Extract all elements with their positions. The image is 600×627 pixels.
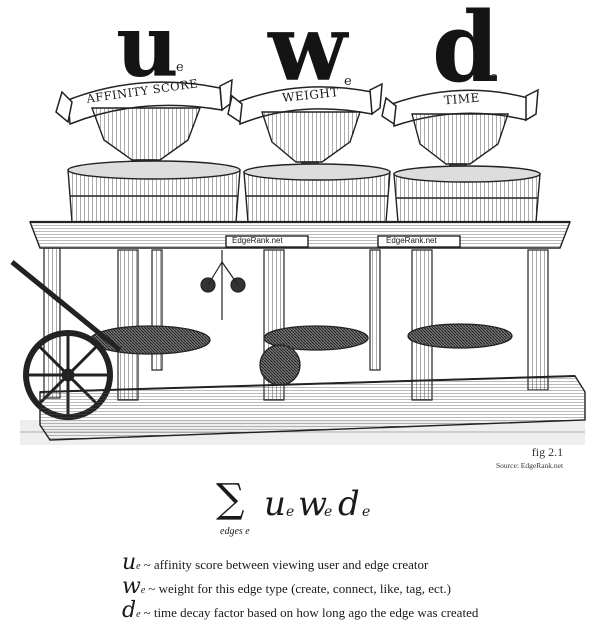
sigma-symbol: ∑ (216, 476, 245, 522)
formula-d: d (338, 484, 360, 524)
grain-hoppers (90, 107, 509, 175)
gears (89, 323, 513, 386)
nameplate-right: EdgeRank.net (386, 236, 437, 245)
legend-var: w (122, 574, 141, 599)
platform (28, 220, 572, 249)
headline-d: d (432, 0, 500, 104)
formula-u: u (264, 484, 286, 524)
figure-caption: fig 2.1 Source: EdgeRank.net (496, 445, 563, 470)
fig-source: Source: EdgeRank.net (496, 461, 564, 470)
headline-u: u (116, 0, 179, 97)
headline-u-sub: e (176, 60, 184, 75)
formula-u-sub: e (286, 504, 295, 520)
legend-var: d (122, 598, 137, 623)
legend-sub: e (140, 585, 146, 596)
legend-sub: e (136, 609, 141, 620)
fig-number: fig 2.1 (531, 445, 564, 459)
legend-var: u (122, 550, 137, 575)
legend-text: ~ weight for this edge type (create, con… (148, 581, 451, 596)
legend-text: ~ affinity score between viewing user an… (143, 557, 429, 572)
legend-sub: e (136, 561, 141, 572)
edgerank-machine-illustration (10, 78, 586, 445)
legend-item-affinity: ue~ affinity score between viewing user … (122, 550, 582, 575)
sum-subscript: edges e (220, 526, 250, 537)
formula-w-sub: e (324, 504, 333, 520)
base (39, 375, 586, 441)
governor (200, 250, 246, 320)
formula-w: w (298, 484, 328, 524)
legend-item-weight: we~ weight for this edge type (create, c… (122, 574, 582, 599)
headline-d-sub: e (490, 70, 498, 85)
legend-text: ~ time decay factor based on how long ag… (143, 605, 479, 620)
legend-item-time-decay: de~ time decay factor based on how long … (122, 598, 582, 623)
formula-d-sub: e (362, 504, 371, 520)
headline-w-sub: e (344, 74, 352, 89)
banner-ribbons (55, 78, 539, 128)
headline-w: w (268, 0, 348, 102)
edgerank-formula: ∑ edges e u e w e d e (212, 476, 412, 546)
mill-tubs (67, 160, 541, 223)
nameplate-left: EdgeRank.net (232, 236, 283, 245)
